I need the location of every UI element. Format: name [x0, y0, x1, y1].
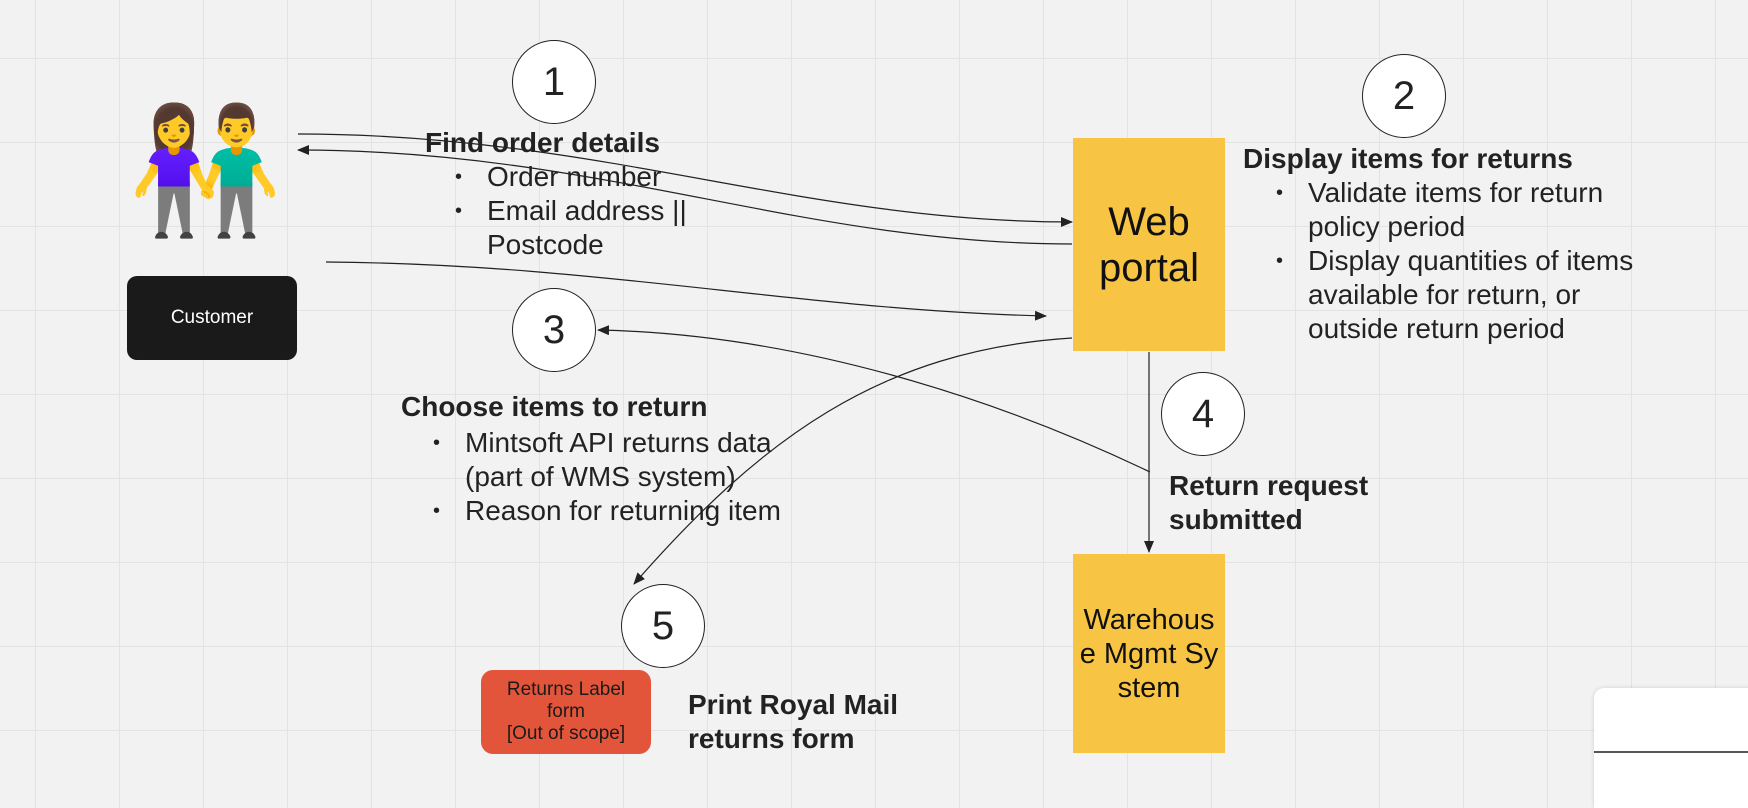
step-1-circle[interactable]: 1: [512, 40, 596, 124]
step-1-heading: Find order details: [425, 127, 660, 158]
panel-divider: [1594, 751, 1748, 753]
warehouse-sticky[interactable]: Warehouse Mgmt System: [1073, 554, 1225, 753]
customer-label: Customer: [170, 307, 254, 328]
step-2-heading: Display items for returns: [1243, 143, 1573, 174]
bullet-item: Reason for returning item: [433, 494, 813, 528]
step-3-bullets: Mintsoft API returns data (part of WMS s…: [433, 426, 813, 528]
step-3-heading: Choose items to return: [401, 391, 708, 422]
step-5-number: 5: [651, 603, 675, 648]
step-1-number: 1: [542, 59, 566, 104]
step-3-number: 3: [542, 307, 566, 352]
step-5-circle[interactable]: 5: [621, 584, 705, 668]
step-2-bullets: Validate items for return policy period …: [1276, 176, 1646, 346]
step-3-circle[interactable]: 3: [512, 288, 596, 372]
web-portal-sticky[interactable]: Web portal: [1073, 138, 1225, 351]
step-4-heading: Return request submitted: [1169, 470, 1369, 535]
step-4-circle[interactable]: 4: [1161, 372, 1245, 456]
bullet-item: Mintsoft API returns data (part of WMS s…: [433, 426, 813, 494]
customer-node[interactable]: Customer: [127, 276, 297, 360]
step-2-number: 2: [1392, 73, 1416, 118]
bullet-item: Order number: [455, 160, 725, 194]
web-portal-label: Web portal: [1098, 199, 1200, 290]
bullet-item: Validate items for return policy period: [1276, 176, 1646, 244]
step-2-circle[interactable]: 2: [1362, 54, 1446, 138]
people-emoji: 👫: [128, 102, 283, 240]
warehouse-label: Warehouse Mgmt System: [1079, 603, 1219, 704]
step-5-heading: Print Royal Mail returns form: [688, 689, 899, 754]
arrow-customer-choose-items: [325, 261, 1047, 321]
bullet-item: Display quantities of items available fo…: [1276, 244, 1646, 346]
side-panel[interactable]: [1594, 688, 1748, 808]
step-4-number: 4: [1191, 391, 1215, 436]
step-1-bullets: Order number Email address || Postcode: [455, 160, 725, 262]
bullet-item: Email address || Postcode: [455, 194, 725, 262]
returns-label-form[interactable]: Returns Label form [Out of scope]: [481, 670, 651, 754]
returns-label-text: Returns Label form [Out of scope]: [506, 679, 626, 744]
